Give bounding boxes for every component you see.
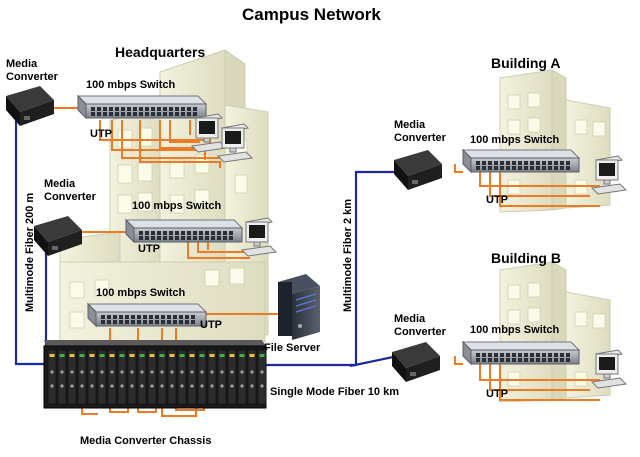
switch-hq-top[interactable]	[76, 94, 208, 120]
computers	[190, 113, 628, 389]
switch-label-hq-bottom: 100 mbps Switch	[96, 287, 186, 299]
multimode-2km-label: Multimode Fiber 2 km	[342, 198, 354, 312]
switch-building-a[interactable]	[461, 148, 581, 174]
switch-hq-mid[interactable]	[124, 218, 244, 244]
single-mode-fiber-label: Single Mode Fiber 10 km	[270, 386, 399, 398]
fiber-hq-converter1	[14, 112, 48, 366]
building-a-label: Building A	[491, 55, 561, 71]
switch-label-building-a: 100 mbps Switch	[470, 134, 560, 146]
utp-label-hq-top: UTP	[90, 128, 112, 140]
fiber-building-b	[349, 354, 399, 368]
hq-windows	[69, 127, 248, 329]
building-b-label: Building B	[491, 250, 561, 266]
computer-hq-3-icon[interactable]	[240, 217, 278, 257]
multimode-200m-label: Multimode Fiber 200 m	[24, 192, 36, 312]
switch-label-hq-mid: 100 mbps Switch	[132, 200, 222, 212]
chassis-label: Media Converter Chassis	[80, 435, 212, 447]
fiber-building-a	[262, 170, 400, 367]
switch-label-building-b: 100 mbps Switch	[470, 324, 560, 336]
switch-hq-bottom[interactable]	[86, 302, 208, 328]
utp-label-hq-mid: UTP	[138, 243, 160, 255]
switch-label-hq-top: 100 mbps Switch	[86, 79, 176, 91]
file-server-icon[interactable]	[278, 274, 320, 340]
computer-building-b-icon[interactable]	[590, 349, 628, 389]
media-converter-hq-1[interactable]	[6, 86, 54, 126]
hq-building-label: Headquarters	[115, 44, 206, 60]
computer-hq-1-icon[interactable]	[190, 113, 228, 153]
utp-label-building-b: UTP	[486, 388, 508, 400]
media-converter-chassis[interactable]	[43, 340, 268, 409]
diagram-title: Campus Network	[242, 5, 381, 24]
switch-building-b[interactable]	[461, 340, 581, 366]
media-converter-building-b[interactable]	[392, 342, 440, 382]
switches	[76, 94, 581, 366]
utp-label-building-a: UTP	[486, 194, 508, 206]
computer-building-a-icon[interactable]	[590, 155, 628, 195]
utp-label-hq-bottom: UTP	[200, 319, 222, 331]
file-server-label: File Server	[264, 342, 321, 354]
chassis-slots	[47, 349, 267, 405]
media-converter-building-a[interactable]	[394, 150, 442, 190]
computer-hq-2-icon[interactable]	[216, 123, 254, 163]
media-converter-hq-2[interactable]	[34, 216, 82, 256]
